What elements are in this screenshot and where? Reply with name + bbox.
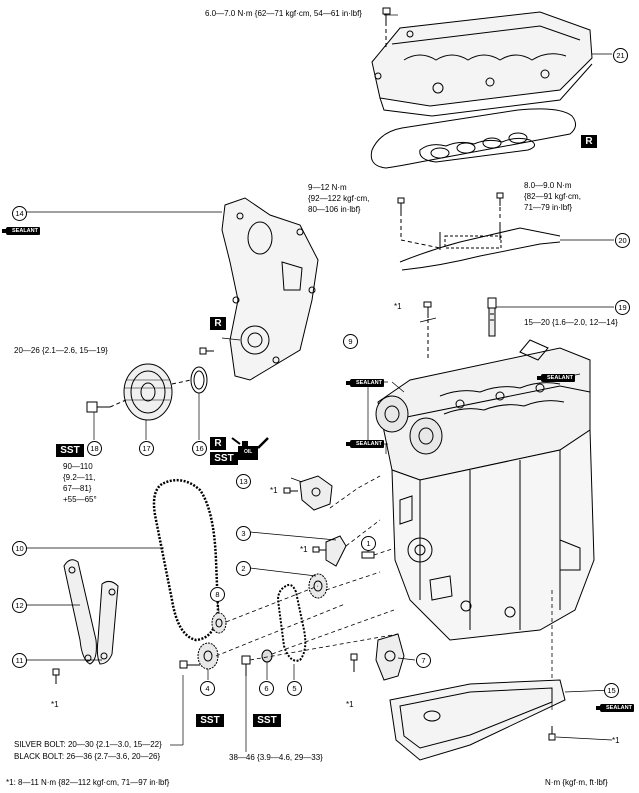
torque-silver-bolt: SILVER BOLT: 20—30 {2.1—3.0, 15—22}	[14, 740, 162, 749]
callout-3: 3	[236, 526, 251, 541]
torque-idler: 38—46 {3.9—4.6, 29—33}	[229, 753, 323, 762]
cylinder-block	[391, 429, 595, 641]
torque-left-bolt-1: 9—12 N·m	[308, 183, 347, 192]
sealant-icon: SEALANT	[537, 374, 575, 382]
replace-badge: R	[210, 437, 226, 450]
torque-pulley-3: 67—81}	[63, 484, 92, 493]
callout-4: 4	[200, 681, 215, 696]
sealant-icon: SEALANT	[346, 379, 384, 387]
torque-cover-bolt: 6.0—7.0 N·m {62—71 kgf·cm, 54—61 in·lbf}	[205, 9, 362, 18]
sst-badge: SST	[253, 714, 281, 727]
star1-mark: *1	[394, 302, 402, 311]
units-note: N·m {kgf·m, ft·lbf}	[545, 778, 608, 787]
cylinder-head-cover	[371, 11, 593, 117]
oil-pump	[375, 633, 405, 681]
oil-pump-drive-gear	[197, 642, 219, 670]
callout-10: 10	[12, 541, 27, 556]
oil-pump-chain	[276, 583, 307, 662]
chain-guide	[63, 559, 97, 665]
callout-18: 18	[87, 441, 102, 456]
torque-black-bolt: BLACK BOLT: 26—36 {2.7—3.6, 20—26}	[14, 752, 161, 761]
torque-cover-side-bolt: 20—26 {2.1—2.6, 15—19}	[14, 346, 108, 355]
callout-1: 1	[361, 536, 376, 551]
chain-tensioner-arm	[96, 580, 119, 665]
sealant-icon: SEALANT	[2, 227, 40, 235]
sst-badge: SST	[56, 444, 84, 457]
oil-seal	[190, 366, 208, 394]
callout-13: 13	[236, 474, 251, 489]
oil-can-icon	[231, 437, 269, 460]
torque-left-bolt-3: 80—106 in·lbf}	[308, 205, 361, 214]
star1-mark: *1	[346, 700, 354, 709]
sealant-icon: SEALANT	[596, 704, 634, 712]
torque-right-bolt-1: 8.0—9.0 N·m	[524, 181, 572, 190]
callout-16: 16	[192, 441, 207, 456]
oil-label: OIL	[244, 449, 253, 455]
torque-pulley-1: 90—110	[63, 462, 93, 471]
washer	[261, 649, 273, 663]
bolts	[52, 7, 556, 741]
star1-mark: *1	[612, 736, 620, 745]
timing-chain	[152, 478, 220, 642]
callout-17: 17	[139, 441, 154, 456]
footnote: *1: 8—11 N·m {82—112 kgf·cm, 71—97 in·lb…	[6, 778, 170, 787]
torque-left-bolt-2: {92—122 kgf·cm,	[308, 194, 370, 203]
callout-21: 21	[613, 48, 628, 63]
callout-6: 6	[259, 681, 274, 696]
replace-badge: R	[210, 317, 226, 330]
sst-badge: SST	[210, 452, 238, 465]
callout-8: 8	[210, 587, 225, 602]
callout-12: 12	[12, 598, 27, 613]
sst-badge: SST	[196, 714, 224, 727]
callout-11: 11	[12, 653, 27, 668]
star1-mark: *1	[51, 700, 59, 709]
crankshaft-key	[361, 551, 375, 559]
spark-plug	[487, 297, 497, 337]
head-cover-gasket	[370, 108, 576, 169]
torque-pulley-2: {9.2—11,	[63, 473, 96, 482]
callout-5: 5	[287, 681, 302, 696]
replace-badge: R	[581, 135, 597, 148]
star1-mark: *1	[270, 486, 278, 495]
callout-20: 20	[615, 233, 630, 248]
callout-14: 14	[12, 206, 27, 221]
chain-tensioner	[299, 475, 333, 511]
torque-right-bolt-2: {82—91 kgf·cm,	[524, 192, 581, 201]
callout-9: 9	[343, 334, 358, 349]
torque-spark-plug: 15—20 {1.6—2.0, 12—14}	[524, 318, 618, 327]
oil-pan	[389, 679, 566, 761]
oil-pipe	[399, 222, 561, 271]
torque-right-bolt-3: 71—79 in·lbf}	[524, 203, 573, 212]
star1-mark: *1	[300, 545, 308, 554]
crankshaft-pulley	[123, 363, 173, 421]
callout-19: 19	[615, 300, 630, 315]
torque-pulley-4: +55—65°	[63, 495, 97, 504]
callout-15: 15	[604, 683, 619, 698]
callout-2: 2	[236, 561, 251, 576]
sealant-icon: SEALANT	[346, 440, 384, 448]
callout-7: 7	[416, 653, 431, 668]
crankshaft-sprocket	[211, 612, 227, 634]
tensioner-lever	[325, 535, 347, 567]
timing-chain-cover	[221, 197, 319, 381]
